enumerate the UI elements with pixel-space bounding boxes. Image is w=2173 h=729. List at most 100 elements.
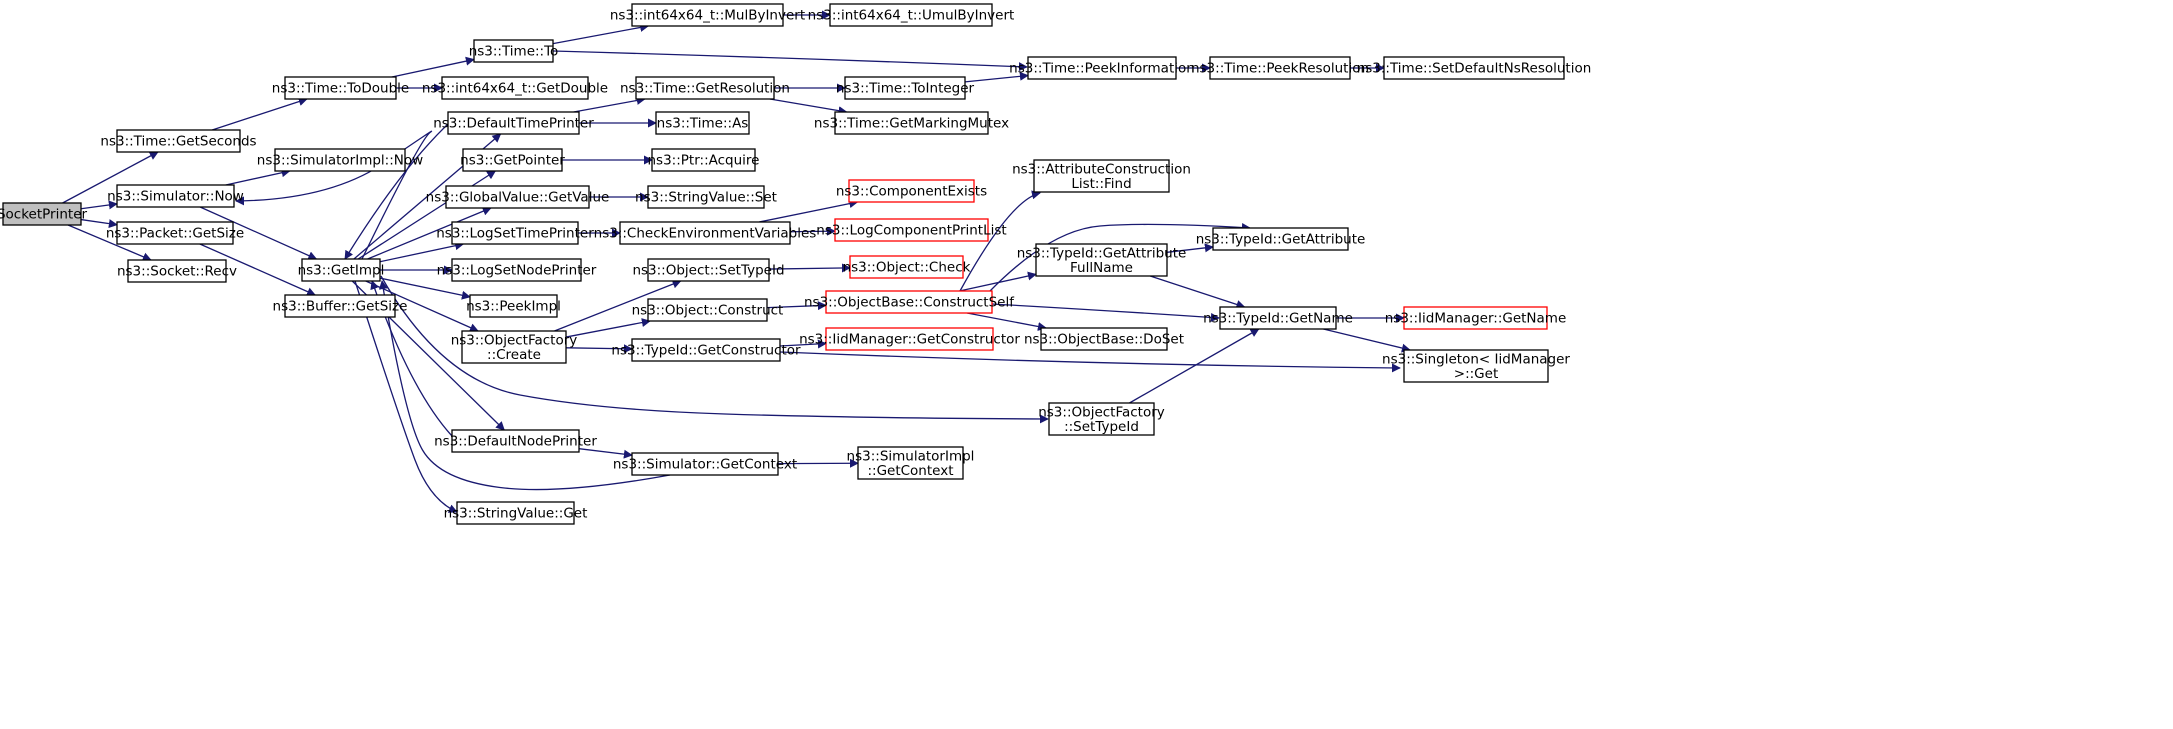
node-box bbox=[1219, 306, 1337, 330]
edge-TimeTo-to-MulByInvert bbox=[552, 23, 650, 45]
node-ObjSetTypeId[interactable]: ns3::Object::SetTypeId bbox=[632, 258, 785, 282]
node-ConstructSelf[interactable]: ns3::ObjectBase::ConstructSelf bbox=[804, 290, 1015, 314]
node-box bbox=[456, 501, 575, 525]
node-IidGetName[interactable]: ns3::IidManager::GetName bbox=[1385, 306, 1567, 330]
node-label: ns3::Time::PeekInformation bbox=[1009, 61, 1195, 77]
node-StringValueGet[interactable]: ns3::StringValue::Get bbox=[444, 501, 588, 525]
edge-TIGetConstructor-to-SingletonGet bbox=[779, 351, 1401, 373]
edge-OFCreate-to-TIGetConstructor bbox=[565, 344, 633, 354]
node-label: ns3::StringValue::Get bbox=[444, 506, 588, 522]
node-label: ns3::ObjectFactory bbox=[451, 332, 578, 348]
edge-SimNow-to-SimImplNow bbox=[225, 168, 291, 186]
node-PeekResolution[interactable]: ns3::Time::PeekResolution bbox=[1191, 56, 1369, 80]
node-label: ns3::int64x64_t::MulByInvert bbox=[610, 8, 805, 24]
node-MulByInvert[interactable]: ns3::int64x64_t::MulByInvert bbox=[610, 3, 805, 27]
node-box bbox=[834, 218, 989, 242]
node-label: ::Create bbox=[487, 347, 541, 363]
node-box bbox=[619, 221, 791, 245]
node-ToDouble[interactable]: ns3::Time::ToDouble bbox=[272, 76, 409, 100]
node-SimImplNow[interactable]: ns3::SimulatorImpl::Now bbox=[257, 148, 423, 172]
node-label: ns3::TypeId::GetName bbox=[1203, 311, 1353, 327]
node-box bbox=[834, 111, 989, 135]
node-LogSetNodePrinter[interactable]: ns3::LogSetNodePrinter bbox=[437, 258, 597, 282]
node-box bbox=[451, 258, 582, 282]
node-box bbox=[631, 338, 781, 362]
node-GetSeconds[interactable]: ns3::Time::GetSeconds bbox=[100, 129, 257, 153]
node-DefaultNodePrinter[interactable]: ns3::DefaultNodePrinter bbox=[434, 429, 597, 453]
node-DoSet[interactable]: ns3::ObjectBase::DoSet bbox=[1024, 327, 1184, 351]
node-ToInteger[interactable]: ns3::Time::ToInteger bbox=[836, 76, 975, 100]
edge-ObjConstruct-to-ConstructSelf bbox=[766, 301, 827, 311]
node-TimeTo[interactable]: ns3::Time::To bbox=[469, 39, 559, 63]
node-label: ns3::IidManager::GetConstructor bbox=[799, 332, 1020, 348]
nodes-layer: SocketPrinterns3::Time::GetSecondsns3::S… bbox=[0, 3, 1592, 525]
node-label: ns3::Time::ToDouble bbox=[272, 81, 409, 97]
node-label: ns3::Socket::Recv bbox=[117, 264, 237, 280]
node-box bbox=[461, 330, 567, 364]
node-box bbox=[301, 258, 381, 282]
node-PeekInformation[interactable]: ns3::Time::PeekInformation bbox=[1009, 56, 1195, 80]
node-SocketRecv[interactable]: ns3::Socket::Recv bbox=[117, 259, 237, 283]
node-PtrAcquire[interactable]: ns3::Ptr::Acquire bbox=[648, 148, 760, 172]
edge-DefaultTimePrinter-to-GetResolution bbox=[573, 96, 646, 113]
node-SetDefaultNsResolution[interactable]: ns3::Time::SetDefaultNsResolution bbox=[1357, 56, 1592, 80]
edge-GetAttrFullName-to-TIGetName bbox=[1149, 275, 1246, 309]
edge-SocketPrinter-to-PacketGetSize bbox=[80, 218, 118, 229]
node-I64GetDouble[interactable]: ns3::int64x64_t::GetDouble bbox=[422, 76, 608, 100]
node-TimeAs[interactable]: ns3::Time::As bbox=[655, 111, 750, 135]
node-box bbox=[1027, 56, 1177, 80]
node-SocketPrinter[interactable]: SocketPrinter bbox=[0, 202, 87, 226]
node-DefaultTimePrinter[interactable]: ns3::DefaultTimePrinter bbox=[433, 111, 594, 135]
node-GetResolution[interactable]: ns3::Time::GetResolution bbox=[620, 76, 790, 100]
node-label: ns3::Simulator::Now bbox=[107, 189, 244, 205]
node-box bbox=[829, 3, 993, 27]
node-ObjConstruct[interactable]: ns3::Object::Construct bbox=[632, 298, 784, 322]
node-box bbox=[1033, 159, 1170, 193]
node-OFSetTypeId[interactable]: ns3::ObjectFactory::SetTypeId bbox=[1038, 402, 1165, 436]
node-box bbox=[825, 290, 993, 314]
node-GetImpl[interactable]: ns3::GetImpl bbox=[298, 258, 385, 282]
node-box bbox=[451, 221, 579, 245]
edge-OFSetTypeId-to-TIGetName bbox=[1129, 328, 1260, 404]
node-PacketGetSize[interactable]: ns3::Packet::GetSize bbox=[106, 221, 244, 245]
node-GetMarkingMutex[interactable]: ns3::Time::GetMarkingMutex bbox=[814, 111, 1009, 135]
node-label: ns3::SimulatorImpl::Now bbox=[257, 153, 423, 169]
node-TIGetAttribute[interactable]: ns3::TypeId::GetAttribute bbox=[1196, 227, 1366, 251]
node-GVGetValue[interactable]: ns3::GlobalValue::GetValue bbox=[426, 185, 610, 209]
node-label: ns3::ObjectBase::ConstructSelf bbox=[804, 295, 1015, 311]
node-SimImplGetContext[interactable]: ns3::SimulatorImpl::GetContext bbox=[847, 446, 975, 480]
node-ObjCheck[interactable]: ns3::Object::Check bbox=[843, 255, 971, 279]
node-LogComponentPrintList[interactable]: ns3::LogComponentPrintList bbox=[816, 218, 1007, 242]
node-label: ns3::GetPointer bbox=[460, 153, 565, 169]
node-BufferGetSize[interactable]: ns3::Buffer::GetSize bbox=[273, 294, 408, 318]
node-SingletonGet[interactable]: ns3::Singleton< IidManager >::Get bbox=[1382, 349, 1570, 383]
node-StringValueSet[interactable]: ns3::StringValue::Set bbox=[635, 185, 777, 209]
node-IidGetConstructor[interactable]: ns3::IidManager::GetConstructor bbox=[799, 327, 1020, 351]
node-box bbox=[445, 185, 590, 209]
edge-GetImpl-to-StringValueGet bbox=[354, 280, 458, 513]
edge-DefaultNodePrinter-to-SimGetContext bbox=[578, 448, 633, 459]
node-box bbox=[1035, 243, 1168, 277]
node-box bbox=[1403, 306, 1548, 330]
node-ComponentExists[interactable]: ns3::ComponentExists bbox=[836, 179, 987, 203]
node-UmulByInvert[interactable]: ns3::int64x64_t::UmulByInvert bbox=[808, 3, 1015, 27]
node-OFCreate[interactable]: ns3::ObjectFactory::Create bbox=[451, 330, 578, 364]
node-box bbox=[116, 221, 234, 245]
edge-ConstructSelf-to-TIGetName bbox=[991, 303, 1220, 322]
node-CheckEnv[interactable]: ns3::CheckEnvironmentVariables bbox=[594, 221, 817, 245]
node-label: ns3::Time::GetSeconds bbox=[100, 134, 256, 150]
node-SimGetContext[interactable]: ns3::Simulator::GetContext bbox=[613, 452, 797, 476]
node-label: ns3::CheckEnvironmentVariables bbox=[594, 226, 817, 242]
node-label: ns3::ComponentExists bbox=[836, 184, 987, 200]
node-GetPointer[interactable]: ns3::GetPointer bbox=[460, 148, 565, 172]
node-label: ::SetTypeId bbox=[1064, 419, 1139, 435]
node-box bbox=[631, 452, 779, 476]
node-LogSetTimePrinter[interactable]: ns3::LogSetTimePrinter bbox=[436, 221, 594, 245]
node-label: ns3::SimulatorImpl bbox=[847, 448, 975, 464]
node-SimNow[interactable]: ns3::Simulator::Now bbox=[107, 184, 244, 208]
node-PeekImpl[interactable]: ns3::PeekImpl bbox=[466, 294, 561, 318]
node-TIGetName[interactable]: ns3::TypeId::GetName bbox=[1203, 306, 1353, 330]
node-TIGetConstructor[interactable]: ns3::TypeId::GetConstructor bbox=[611, 338, 801, 362]
